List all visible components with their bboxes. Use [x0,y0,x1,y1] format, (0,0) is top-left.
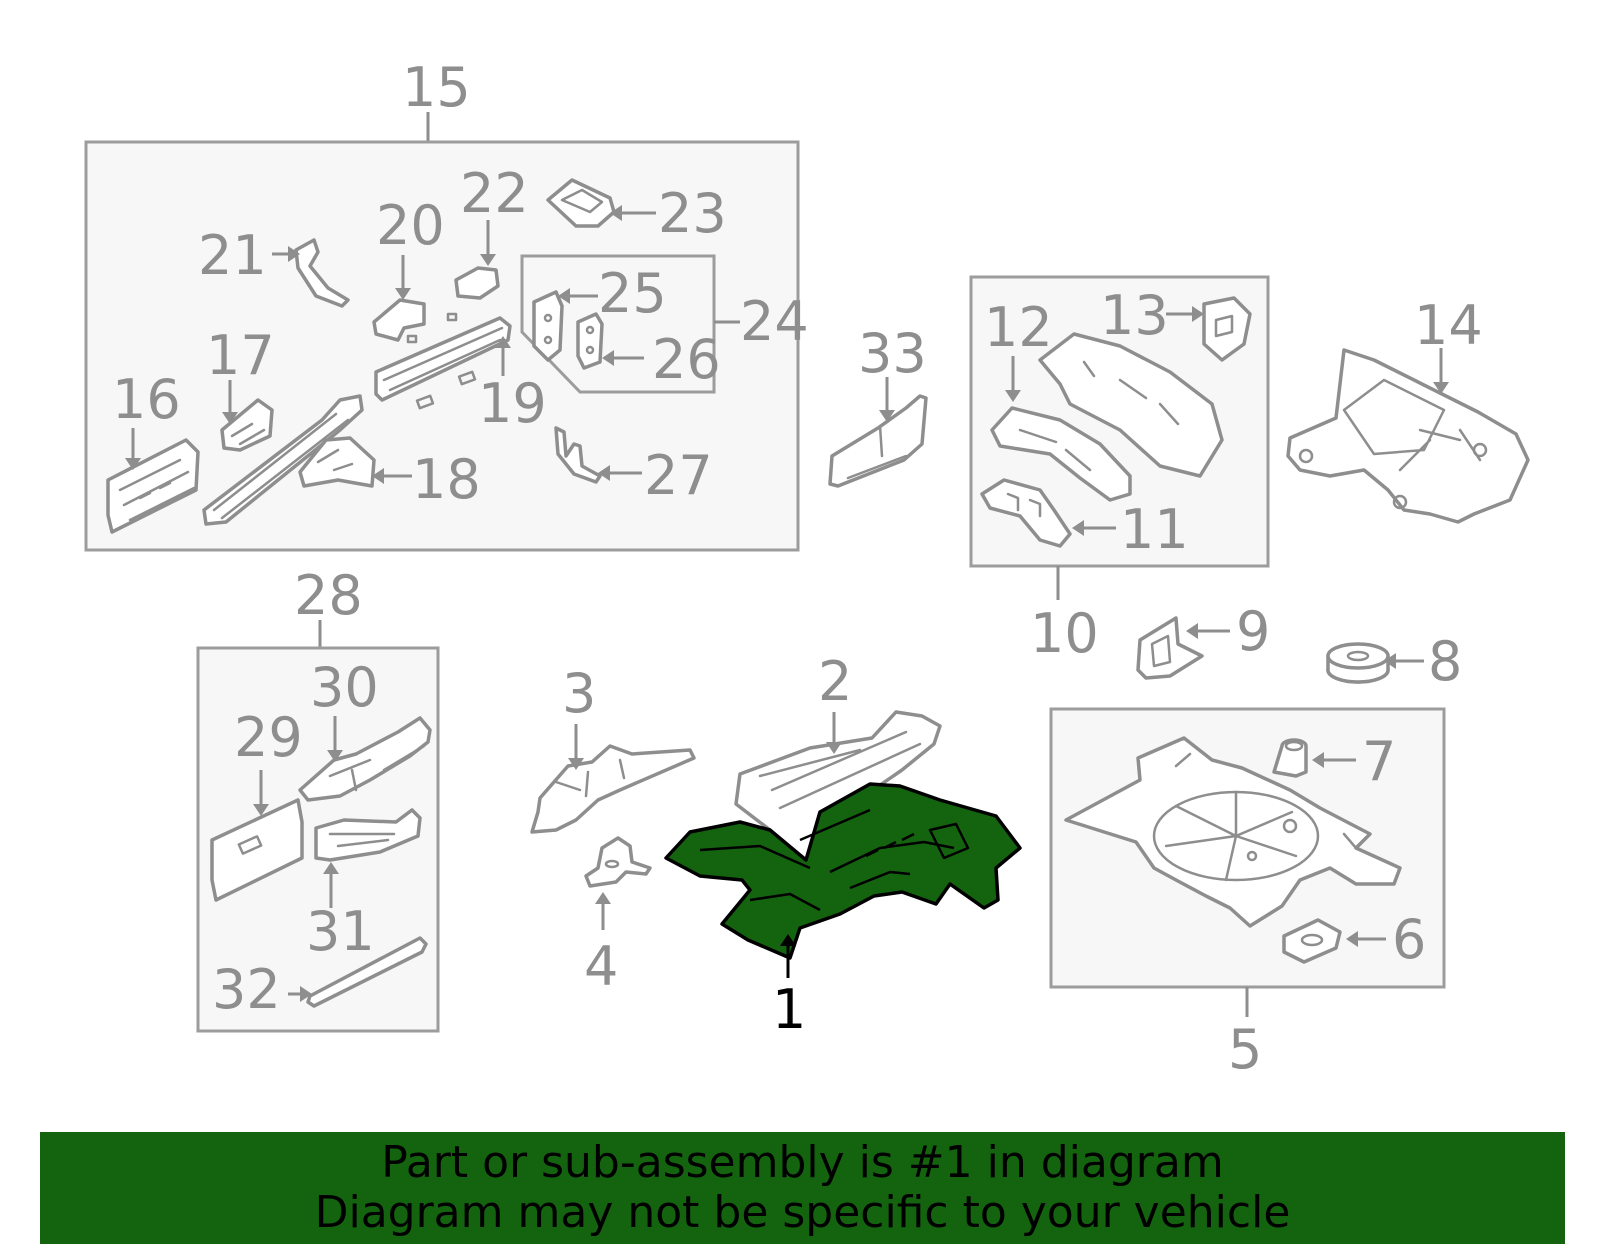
part-18 [298,436,412,488]
part-rail [202,394,364,526]
callout-9: 9 [1236,600,1270,663]
part-8 [1326,642,1424,684]
part-14 [1286,348,1530,524]
part-30 [298,716,432,802]
part-11 [980,478,1116,548]
part-5-floor [1064,736,1402,928]
part-25 [532,288,598,362]
callout-7: 7 [1362,730,1396,793]
callout-16: 16 [112,368,181,431]
part-1-highlighted [664,782,1022,978]
callout-23: 23 [658,182,727,245]
callout-1: 1 [772,978,806,1041]
callout-21: 21 [198,224,267,287]
callout-30: 30 [310,656,379,719]
part-7 [1272,738,1356,778]
part-19 [374,316,512,410]
part-6 [1282,918,1386,964]
callout-8: 8 [1428,630,1462,693]
part-17 [220,380,274,452]
callout-26: 26 [652,328,721,391]
part-21 [272,238,350,308]
callout-10: 10 [1030,602,1099,665]
part-31 [314,808,422,908]
callout-13: 13 [1100,284,1169,347]
part-9 [1136,616,1230,680]
part-29 [210,770,304,902]
callout-32: 32 [212,958,281,1021]
callout-11: 11 [1120,498,1189,561]
callout-17: 17 [206,324,275,387]
callout-15: 15 [402,56,471,119]
callout-33: 33 [858,322,927,385]
callout-6: 6 [1392,908,1426,971]
part-13 [1166,296,1252,362]
banner-line-2: Diagram may not be specific to your vehi… [314,1187,1291,1238]
callout-22: 22 [460,162,529,225]
part-20 [372,255,458,344]
banner-line-1: Part or sub-assembly is #1 in diagram [381,1137,1224,1188]
part-32 [288,936,428,1008]
part-26 [576,312,644,370]
callout-2: 2 [818,650,852,713]
part-4 [584,836,652,930]
callout-31: 31 [306,900,375,963]
callout-12: 12 [984,296,1053,359]
callout-28: 28 [294,564,363,627]
part-23 [546,178,656,228]
callout-18: 18 [412,448,481,511]
callout-5: 5 [1228,1018,1262,1081]
callout-14: 14 [1414,294,1483,357]
part-16 [106,428,200,534]
part-27 [554,426,642,484]
part-3 [530,724,696,834]
callout-29: 29 [234,706,303,769]
callout-4: 4 [584,935,618,998]
callout-3: 3 [562,662,596,725]
callout-25: 25 [598,262,667,325]
callout-19: 19 [478,372,547,435]
callout-20: 20 [376,194,445,257]
info-banner: Part or sub-assembly is #1 in diagram Di… [40,1132,1565,1244]
callout-24: 24 [740,290,809,353]
callout-27: 27 [644,444,713,507]
part-33 [828,377,928,488]
part-12 [990,332,1224,502]
part-22 [454,220,500,300]
